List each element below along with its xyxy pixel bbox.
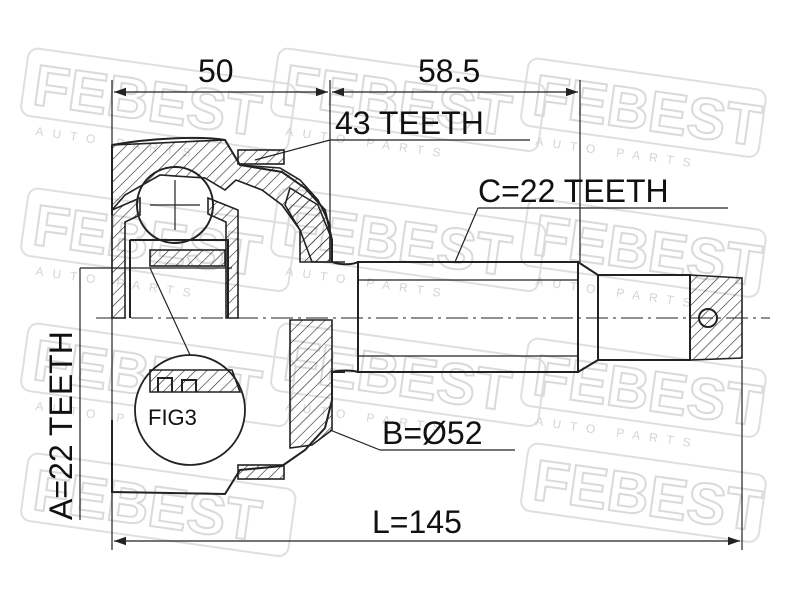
housing-right-wall	[284, 186, 333, 263]
inner-race-assembly	[80, 166, 239, 319]
dimension-lines	[79, 80, 743, 550]
cv-joint-housing	[111, 136, 359, 496]
fig3-detail: FIG3	[134, 267, 246, 466]
watermark-brand: FEBEST	[530, 448, 766, 544]
stem-neck	[331, 261, 359, 373]
leader-43-teeth	[254, 139, 331, 161]
shaft-taper	[577, 261, 599, 373]
leader-b-diameter	[329, 429, 381, 451]
fig3-tooth	[157, 377, 197, 392]
length-l-label: L=145	[372, 504, 462, 540]
splined-shaft	[357, 261, 743, 373]
dim-58-5-label: 58.5	[418, 53, 480, 89]
cage-right	[207, 196, 239, 319]
inner-race-spline	[149, 249, 226, 267]
housing-bottom-wall	[289, 319, 333, 449]
outer-teeth-label: 43 TEETH	[335, 105, 484, 141]
fig3-leader	[149, 267, 191, 356]
abs-ring-bottom	[237, 464, 285, 480]
fig3-label: FIG3	[148, 405, 197, 430]
spline-a-label: A=22 TEETH	[43, 331, 79, 520]
dim-50-label: 50	[198, 53, 234, 89]
inner-race	[129, 239, 229, 318]
abs-ring-top	[237, 149, 285, 165]
cotter-hole	[698, 308, 718, 328]
diameter-b-label: B=Ø52	[382, 415, 483, 451]
leader-c-teeth	[454, 207, 479, 263]
watermark-logo: FEBEST	[520, 442, 767, 545]
spline-c-label: C=22 TEETH	[478, 173, 669, 209]
watermark-logo: FEBEST AUTO PARTS	[520, 57, 767, 171]
